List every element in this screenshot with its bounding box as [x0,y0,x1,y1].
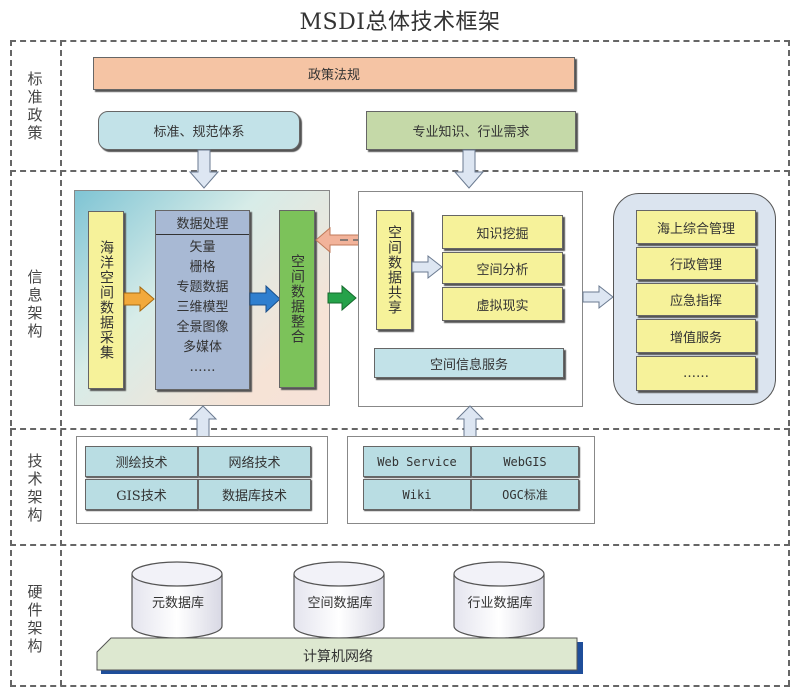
sharing-box: 空间数据共享 [376,210,412,330]
tech-left-cell-1: 网络技术 [198,446,311,477]
tech-left-cell-2: GIS技术 [85,479,198,510]
application-label: 增值服务 [669,330,722,346]
integration-box: 空间数据整合 [279,210,315,388]
policy-box: 政策法规 [93,57,575,90]
norms-box: 标准、规范体系 [98,111,300,150]
layer-label-standards: 标准政策 [27,70,43,142]
tech-label: Web Service [377,454,457,469]
analysis-label: 虚拟现实 [476,298,529,314]
tech-label: 数据库技术 [221,489,287,504]
collection-label: 海洋空间数据采集 [98,240,114,360]
processing-box: 数据处理 矢量 栅格 专题数据 三维模型 全景图像 多媒体 …… [155,210,250,390]
norms-label: 标准、规范体系 [153,125,245,140]
analysis-item-2: 虚拟现实 [442,287,563,321]
tech-label: WebGIS [503,454,547,469]
arrow-tech-right-to-info [455,405,485,439]
database-label: 行业数据库 [467,596,533,611]
arrow-sharing-to-analysis [411,254,443,280]
analysis-item-1: 空间分析 [442,252,563,284]
integration-label: 空间数据整合 [289,254,305,344]
analysis-item-0: 知识挖掘 [442,215,563,249]
arrow-norms-to-info [188,149,220,189]
processing-list: 矢量 栅格 专题数据 三维模型 全景图像 多媒体 …… [176,235,228,378]
tech-left-cell-0: 测绘技术 [85,446,198,477]
application-label: 应急指挥 [669,294,722,309]
application-label: …… [683,366,709,381]
application-label: 海上综合管理 [656,221,735,237]
tech-right-cell-3: OGC标准 [471,479,579,510]
arrow-collection-to-processing [123,285,155,313]
arrow-processing-to-integration [249,284,281,314]
processing-item: 专题数据 [176,280,229,295]
frame-divider-3 [10,544,790,546]
processing-item: 三维模型 [176,300,229,315]
application-item-3: 增值服务 [636,319,756,353]
frame-bottom-border [10,685,790,687]
tech-right-cell-0: Web Service [363,446,471,477]
frame-right-border [788,40,790,686]
frame-top-border [10,40,790,42]
application-label: 行政管理 [669,258,722,273]
application-item-2: 应急指挥 [636,283,756,316]
service-box: 空间信息服务 [374,348,564,378]
database-cylinder-industry [453,561,545,639]
database-label: 空间数据库 [307,596,373,611]
tech-label: 测绘技术 [115,456,168,471]
processing-item: 全景图像 [176,320,229,335]
analysis-label: 知识挖掘 [476,226,529,242]
network-label: 计算机网络 [303,649,373,665]
tech-label: GIS技术 [116,489,167,504]
frame-divider-2 [10,428,790,430]
service-label: 空间信息服务 [429,357,508,373]
sharing-label: 空间数据共享 [386,225,402,315]
requirements-label: 专业知识、行业需求 [412,125,530,140]
frame-divider-1 [10,170,790,172]
computer-network-bar [96,637,583,674]
layer-label-technology: 技术架构 [27,452,43,524]
processing-item: 矢量 [189,240,216,255]
tech-right-cell-2: Wiki [363,479,471,510]
diagram-title: MSDI总体技术框架 [299,10,501,35]
analysis-label: 空间分析 [476,262,529,278]
tech-label: OGC标准 [502,488,548,502]
arrow-requirements-to-info [453,149,485,189]
tech-label: 网络技术 [228,456,281,471]
database-label: 元数据库 [151,596,204,611]
frame-left-border [10,40,12,686]
tech-right-cell-1: WebGIS [471,446,579,477]
layer-label-hardware: 硬件架构 [27,583,43,655]
processing-item: 多媒体 [182,340,222,355]
arrow-integration-to-sharing [327,284,357,312]
tech-left-cell-3: 数据库技术 [198,479,311,510]
collection-box: 海洋空间数据采集 [88,211,124,389]
application-item-1: 行政管理 [636,247,756,280]
processing-header: 数据处理 [156,211,249,235]
database-cylinder-meta [131,561,223,639]
arrow-tech-left-to-info [188,405,218,439]
processing-item: …… [189,360,216,375]
requirements-box: 专业知识、行业需求 [366,111,576,150]
arrow-services-to-applications [582,284,614,310]
application-item-0: 海上综合管理 [636,210,756,244]
layer-label-information: 信息架构 [27,268,43,340]
policy-label: 政策法规 [307,68,360,83]
tech-label: Wiki [402,487,432,502]
processing-item: 栅格 [189,260,216,275]
application-item-4: …… [636,356,756,391]
database-cylinder-spatial [293,561,385,639]
frame-label-divider [60,40,62,686]
